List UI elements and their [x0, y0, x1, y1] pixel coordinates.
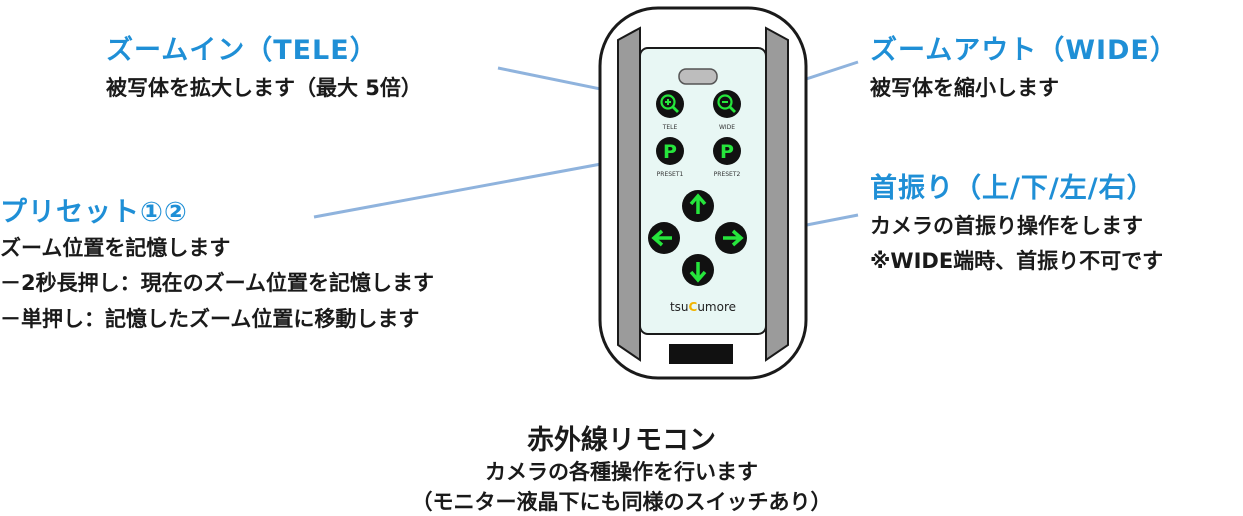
- preset1-button-icon: P: [656, 137, 684, 165]
- zoom-in-title: ズームイン（TELE）: [106, 35, 378, 66]
- preset2-label: PRESET2: [714, 171, 741, 178]
- arrow-up-icon: [682, 190, 714, 222]
- arrow-left-icon: [648, 222, 680, 254]
- preset2-letter: P: [720, 141, 734, 163]
- wide-label: WIDE: [719, 124, 735, 131]
- zoom-in-desc: 被写体を拡大します（最大 5倍）: [106, 76, 422, 100]
- preset1-letter: P: [663, 141, 677, 163]
- caption-line-2: （モニター液晶下にも同様のスイッチあり）: [411, 490, 832, 514]
- zoom-in-button-icon: [656, 90, 684, 118]
- zoom-out-desc: 被写体を縮小します: [870, 76, 1059, 100]
- preset-desc-1: ズーム位置を記憶します: [0, 236, 231, 260]
- pan-desc-1: カメラの首振り操作をします: [870, 214, 1143, 238]
- preset-desc-3: －単押し：記憶したズーム位置に移動します: [0, 307, 420, 331]
- caption-line-1: カメラの各種操作を行います: [485, 460, 758, 484]
- zoom-out-button-icon: [713, 90, 741, 118]
- arrow-right-icon: [715, 222, 747, 254]
- tele-label: TELE: [662, 124, 678, 131]
- zoom-out-title: ズームアウト（WIDE）: [870, 35, 1178, 66]
- preset2-button-icon: P: [713, 137, 741, 165]
- preset-title: プリセット①②: [0, 197, 188, 228]
- arrow-down-icon: [682, 254, 714, 286]
- preset-desc-2: －2秒長押し：現在のズーム位置を記憶します: [0, 271, 434, 295]
- caption-title: 赤外線リモコン: [527, 425, 716, 456]
- pan-title: 首振り（上/下/左/右）: [870, 173, 1155, 204]
- preset1-label: PRESET1: [657, 171, 684, 178]
- pan-desc-2: ※WIDE端時、首振り不可です: [870, 249, 1164, 273]
- brand-logo: tsuCumore: [670, 300, 736, 314]
